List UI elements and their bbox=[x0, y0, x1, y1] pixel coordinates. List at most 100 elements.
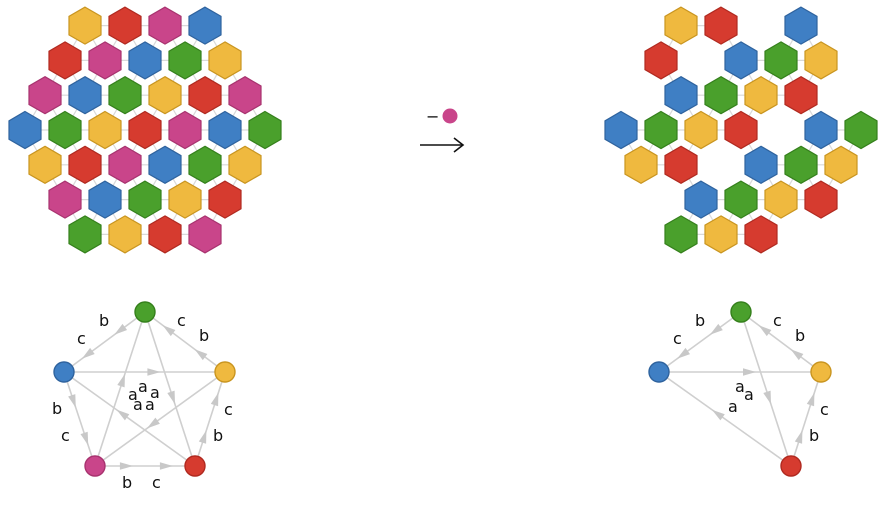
edge-arrowhead bbox=[119, 462, 133, 470]
yellow-hex-cell bbox=[744, 76, 778, 115]
edge-arrowhead bbox=[210, 392, 219, 407]
pink-hex-cell bbox=[28, 76, 62, 115]
red-hex-cell bbox=[188, 76, 222, 115]
yellow-hex-cell bbox=[168, 180, 202, 219]
edge-label-a: a bbox=[128, 385, 138, 404]
red-hex-cell bbox=[148, 215, 182, 254]
red-node bbox=[184, 455, 206, 477]
pink-hex-cell bbox=[108, 145, 142, 184]
removed-color-dot bbox=[442, 108, 458, 124]
graph-edge bbox=[658, 371, 792, 467]
edge-arrowhead bbox=[147, 417, 160, 429]
yellow-node bbox=[214, 361, 236, 383]
edge-arrowhead bbox=[162, 325, 176, 337]
green-hex-cell bbox=[764, 41, 798, 80]
yellow-hex-cell bbox=[228, 145, 262, 184]
left-hex-tiling bbox=[8, 6, 282, 254]
green-hex-cell bbox=[248, 110, 282, 150]
blue-hex-cell bbox=[804, 110, 838, 150]
green-hex-cell bbox=[68, 215, 102, 254]
blue-hex-cell bbox=[604, 110, 638, 150]
edge-arrowhead bbox=[758, 325, 772, 337]
yellow-hex-cell bbox=[68, 6, 102, 45]
red-hex-cell bbox=[744, 215, 778, 254]
edge-arrowhead bbox=[167, 390, 175, 405]
edge-arrowhead bbox=[763, 390, 771, 405]
blue-hex-cell bbox=[664, 76, 698, 115]
edge-label-a: a bbox=[138, 377, 148, 396]
graph-edge bbox=[740, 311, 822, 373]
yellow-hex-cell bbox=[664, 6, 698, 45]
edge-label-c: c bbox=[77, 329, 86, 348]
edge-label-c: c bbox=[177, 311, 186, 330]
edge-arrowhead bbox=[743, 368, 757, 376]
graph-edge bbox=[94, 371, 226, 467]
edge-label-b: b bbox=[52, 399, 62, 418]
edge-arrowhead bbox=[709, 323, 723, 335]
red-hex-cell bbox=[704, 6, 738, 45]
edge-arrowhead bbox=[68, 394, 76, 408]
blue-hex-cell bbox=[88, 180, 122, 219]
edge-label-a: a bbox=[133, 395, 143, 414]
red-hex-cell bbox=[48, 41, 82, 80]
edge-arrowhead bbox=[81, 347, 95, 359]
red-hex-cell bbox=[644, 41, 678, 80]
blue-node bbox=[53, 361, 75, 383]
right-arrow-icon bbox=[420, 137, 465, 153]
yellow-hex-cell bbox=[824, 145, 858, 184]
edge-label-a: a bbox=[735, 377, 745, 396]
yellow-hex-cell bbox=[148, 76, 182, 115]
green-node bbox=[730, 301, 752, 323]
green-hex-cell bbox=[48, 110, 82, 150]
edge-label-a: a bbox=[145, 395, 155, 414]
edge-arrowhead bbox=[806, 392, 815, 407]
edge-label-c: c bbox=[820, 400, 829, 419]
right-hex-tiling bbox=[604, 6, 878, 254]
yellow-hex-cell bbox=[764, 180, 798, 219]
pink-hex-cell bbox=[148, 6, 182, 45]
edge-arrowhead bbox=[790, 349, 804, 361]
edge-label-c: c bbox=[61, 426, 70, 445]
edge-label-c: c bbox=[224, 400, 233, 419]
blue-node bbox=[648, 361, 670, 383]
green-hex-cell bbox=[168, 41, 202, 80]
yellow-hex-cell bbox=[88, 110, 122, 150]
yellow-hex-cell bbox=[108, 215, 142, 254]
yellow-node bbox=[810, 361, 832, 383]
edge-label-c: c bbox=[773, 311, 782, 330]
pink-hex-cell bbox=[48, 180, 82, 219]
blue-hex-cell bbox=[148, 145, 182, 184]
green-hex-cell bbox=[724, 180, 758, 219]
blue-hex-cell bbox=[744, 145, 778, 184]
pink-node bbox=[84, 455, 106, 477]
pink-hex-cell bbox=[228, 76, 262, 115]
graph-edge bbox=[94, 311, 146, 467]
edge-arrowhead bbox=[159, 462, 173, 470]
red-hex-cell bbox=[128, 110, 162, 150]
blue-hex-cell bbox=[724, 41, 758, 80]
blue-hex-cell bbox=[68, 76, 102, 115]
graph-edge bbox=[658, 311, 742, 373]
blue-hex-cell bbox=[784, 6, 818, 45]
graph-edge bbox=[740, 311, 792, 467]
edge-arrowhead bbox=[794, 430, 803, 444]
green-node bbox=[134, 301, 156, 323]
green-hex-cell bbox=[128, 180, 162, 219]
edge-arrowhead bbox=[80, 431, 89, 446]
yellow-hex-cell bbox=[624, 145, 658, 184]
edge-label-a: a bbox=[728, 397, 738, 416]
edge-arrowhead bbox=[677, 347, 690, 359]
edge-arrowhead bbox=[711, 409, 725, 421]
green-hex-cell bbox=[188, 145, 222, 184]
red-hex-cell bbox=[804, 180, 838, 219]
graph-edge bbox=[63, 371, 196, 467]
edge-arrowhead bbox=[116, 409, 130, 421]
edge-label-b: b bbox=[99, 311, 109, 330]
graph-edge bbox=[144, 311, 196, 467]
green-hex-cell bbox=[108, 76, 142, 115]
blue-hex-cell bbox=[684, 180, 718, 219]
yellow-hex-cell bbox=[704, 215, 738, 254]
red-hex-cell bbox=[724, 110, 758, 150]
